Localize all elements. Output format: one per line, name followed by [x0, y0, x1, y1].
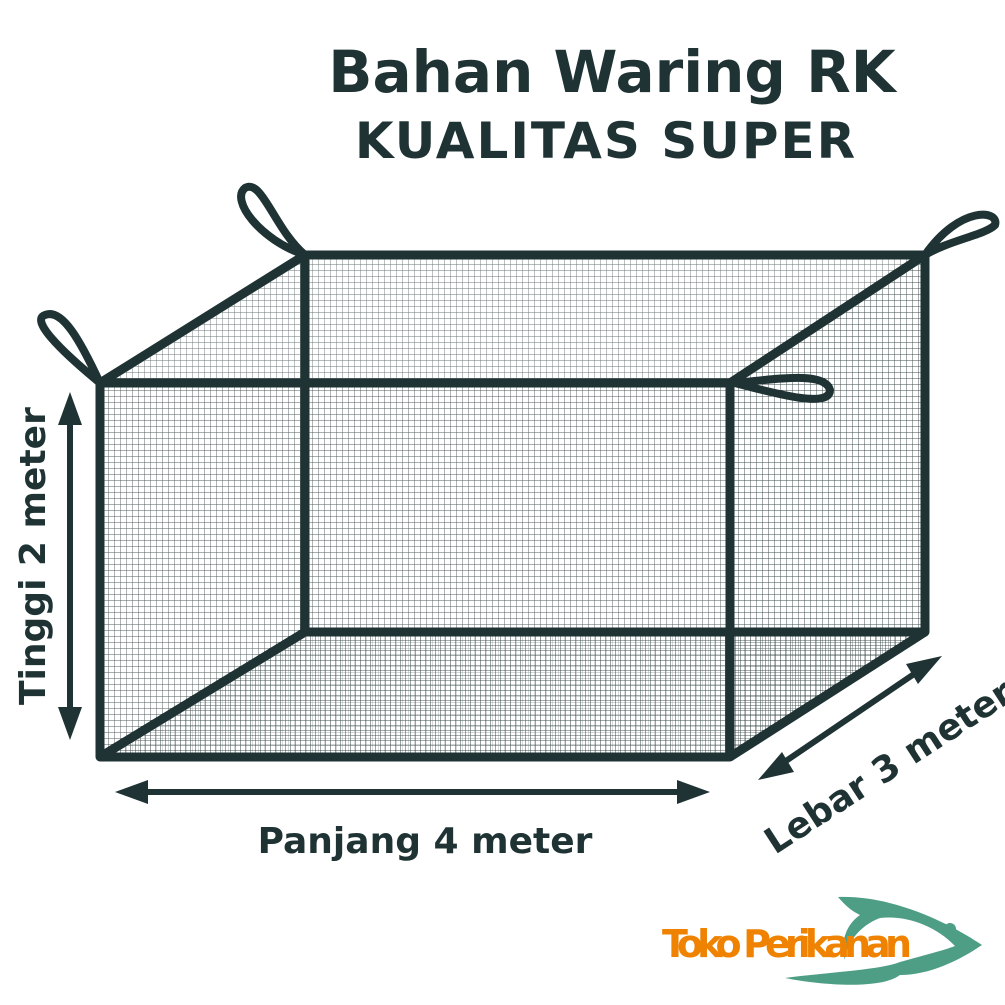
front-frame — [95, 378, 735, 762]
height-label: Tinggi 2 meter — [13, 407, 54, 705]
loop-icon — [37, 310, 104, 387]
net-cage — [37, 182, 1000, 762]
length-label: Panjang 4 meter — [258, 821, 593, 862]
loop-icon — [733, 373, 835, 403]
height-arrow — [58, 392, 82, 740]
logo-text: Toko Perikanan — [662, 922, 912, 966]
back-frame — [300, 250, 930, 637]
logo: Toko Perikanan — [662, 896, 982, 985]
width-arrow — [758, 656, 942, 780]
loop-icon — [921, 210, 1000, 259]
title-line-2: KUALITAS SUPER — [355, 112, 857, 170]
loop-icon — [237, 182, 308, 259]
title-line-1: Bahan Waring RK — [328, 38, 897, 106]
hanging-loops — [37, 182, 1000, 403]
length-arrow — [115, 780, 710, 804]
fish-icon — [785, 896, 982, 985]
